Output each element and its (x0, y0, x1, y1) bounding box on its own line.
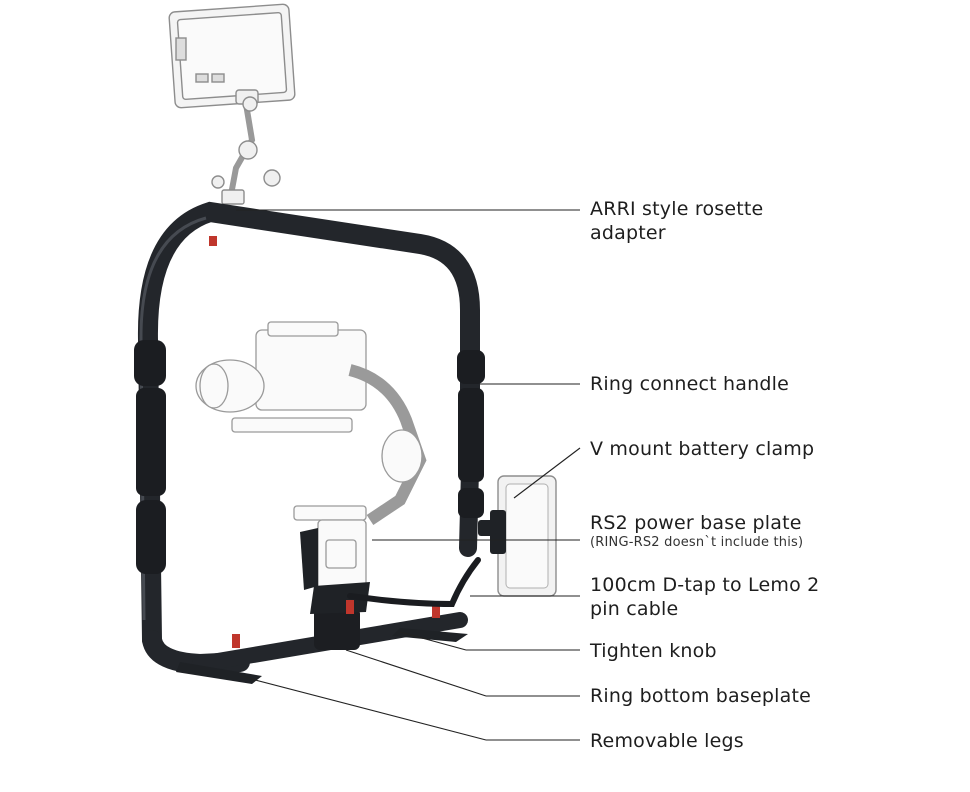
ring-frame (137, 201, 480, 675)
callout-rosette-adapter: ARRI style rosette adapter (590, 198, 764, 244)
gimbal-camera-sketch (195, 321, 427, 591)
callout-v-mount-battery-clamp: V mount battery clamp (590, 438, 815, 460)
callout-ring-bottom-baseplate: Ring bottom baseplate (590, 685, 811, 707)
callout-removable-legs: Removable legs (590, 730, 744, 752)
ring-connect-handle (134, 340, 485, 574)
magic-arm-sketch (211, 89, 281, 205)
callout-power-base-plate: RS2 power base plate (RING-RS2 doesn`t i… (590, 512, 804, 550)
v-mount-battery (478, 475, 557, 597)
bottom-baseplate (176, 236, 468, 684)
leader-lines (236, 209, 581, 741)
d-tap-cable (347, 557, 481, 608)
callout-tighten-knob: Tighten knob (590, 640, 717, 662)
callout-power-base-plate-note: (RING-RS2 doesn`t include this) (590, 535, 804, 550)
power-base-plate (300, 528, 370, 614)
callout-d-tap-cable: 100cm D-tap to Lemo 2 pin cable (590, 574, 820, 620)
callout-ring-connect-handle: Ring connect handle (590, 373, 789, 395)
monitor-sketch (168, 3, 296, 109)
